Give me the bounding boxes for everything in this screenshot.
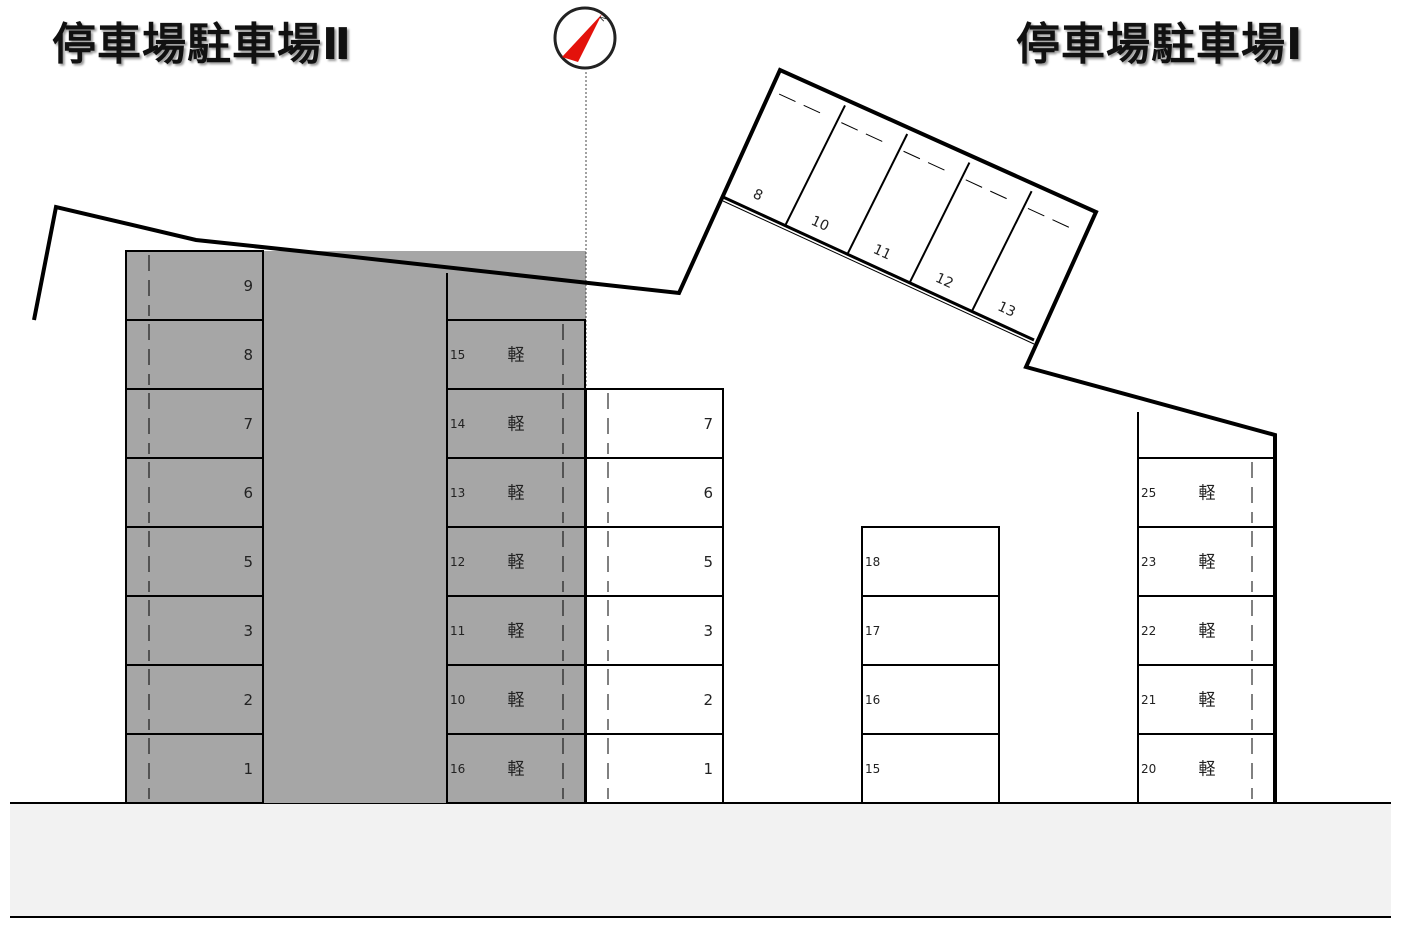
lot-1-b-stall-15: 15 [861, 733, 1000, 804]
lot-1-angled-stall-13: 13 [995, 207, 1076, 321]
kei-label: 軽 [508, 553, 525, 573]
lot-1-a-stall-number: 7 [703, 415, 713, 433]
site-boundary [32, 67, 1277, 803]
lot-1-angled-stall-12: 12 [933, 179, 1033, 312]
lot-1-b-stall-17: 17 [861, 595, 1000, 666]
lot-1-a-stall-6: 6 [585, 457, 724, 528]
lot-1-a-stall-3: 3 [585, 595, 724, 666]
lot-1-a-stall-number: 3 [703, 622, 713, 640]
road [10, 803, 1391, 917]
lot-1-a-stall-number: 2 [703, 691, 713, 709]
lot-2-left-stall-number: 9 [243, 277, 253, 295]
lot-2-left-stall-number: 3 [243, 622, 253, 640]
lot-2-title: 停車場駐車場Ⅱ [52, 19, 352, 70]
angled-stall-number: 11 [871, 242, 894, 264]
angled-stall-number: 12 [933, 270, 956, 292]
lot-2-left-stall-number: 1 [243, 760, 253, 778]
lot-1-c-stall-number: 22 [1141, 624, 1156, 638]
lot-1-b-stall-number: 18 [865, 555, 880, 569]
lot-2-right-stall-number: 10 [450, 693, 465, 707]
lot-1-c-stall-23: 23 軽 [1137, 526, 1276, 597]
kei-label: 軽 [508, 622, 525, 642]
angled-row-front-edge [722, 195, 1035, 342]
kei-label: 軽 [508, 484, 525, 504]
lot-2-right-stall-number: 11 [450, 624, 465, 638]
lot-2-left-stall-number: 2 [243, 691, 253, 709]
lot-1-angled-stall-11: 11 [871, 150, 971, 284]
lot-1-a-stall-5: 5 [585, 526, 724, 597]
lot-2-right-stall-number: 14 [450, 417, 465, 431]
lot-1-b-stall-number: 17 [865, 624, 880, 638]
angled-stall-number: 10 [808, 213, 831, 235]
lot-2-right-stall-number: 16 [450, 762, 465, 776]
lot-1-c-stall-25: 25 軽 [1137, 457, 1276, 528]
lot-2-left-stall-1: 1 [125, 733, 264, 804]
lot-1-a-stall-number: 5 [703, 553, 713, 571]
lot-1-c-stall-number: 20 [1141, 762, 1156, 776]
lot-1-c-stall-22: 22 軽 [1137, 595, 1276, 666]
kei-label: 軽 [1199, 760, 1216, 780]
lot-2-right-stall-number: 12 [450, 555, 465, 569]
kei-label: 軽 [1199, 484, 1216, 504]
lot-1-angled-stall-10: 10 [808, 122, 909, 255]
lot-2-right-stall-number: 13 [450, 486, 465, 500]
kei-label: 軽 [508, 415, 525, 435]
kei-label: 軽 [508, 346, 525, 366]
lot-1-a-stall-7: 7 [585, 388, 724, 459]
lot-1-c-stall-number: 25 [1141, 486, 1156, 500]
lot-2-left-stall-number: 5 [243, 553, 253, 571]
lot-2-right-stall-number: 15 [450, 348, 465, 362]
lot-1-a-stall-number: 1 [703, 760, 713, 778]
angled-stall-number: 13 [995, 299, 1018, 321]
kei-label: 軽 [1199, 622, 1216, 642]
lot-1-b-stall-16: 16 [861, 664, 1000, 735]
angled-stall-number: 8 [750, 186, 765, 204]
kei-label: 軽 [508, 691, 525, 711]
lot-1-c-stall-number: 21 [1141, 693, 1156, 707]
lot-1-c-stall-20: 20 軽 [1137, 733, 1276, 804]
lot-1-a-stall-2: 2 [585, 664, 724, 735]
lot-2-left-stall-number: 8 [243, 346, 253, 364]
north-arrow-icon: N [553, 6, 617, 70]
compass-letter: N [598, 13, 609, 24]
lot-1-a-stall-1: 1 [585, 733, 724, 804]
lot-2-left-stall-number: 6 [243, 484, 253, 502]
lot-1-b-stall-18: 18 [861, 526, 1000, 597]
kei-label: 軽 [1199, 553, 1216, 573]
lot-1-c-stall-21: 21 軽 [1137, 664, 1276, 735]
lot-1-a-stall-number: 6 [703, 484, 713, 502]
kei-label: 軽 [1199, 691, 1216, 711]
lot-2-left-stall-number: 7 [243, 415, 253, 433]
lot-1-c-stall-number: 23 [1141, 555, 1156, 569]
lot-1-b-stall-number: 16 [865, 693, 880, 707]
lot-1-title: 停車場駐車場Ⅰ [1016, 19, 1304, 70]
lot-1-b-stall-number: 15 [865, 762, 880, 776]
kei-label: 軽 [508, 760, 525, 780]
lot-1-angled-stall-8: 8 [750, 93, 846, 227]
